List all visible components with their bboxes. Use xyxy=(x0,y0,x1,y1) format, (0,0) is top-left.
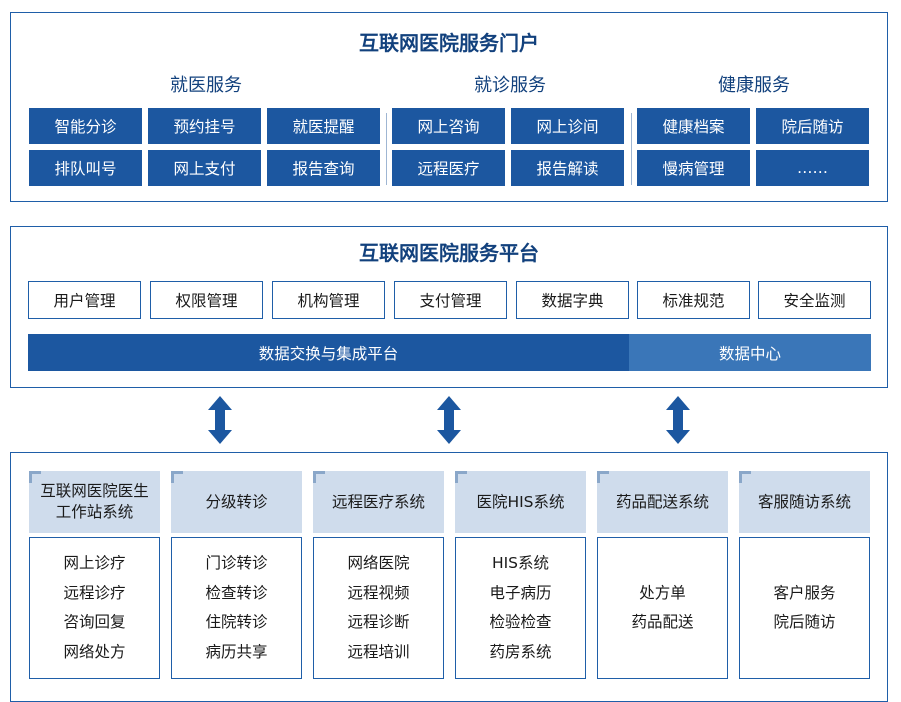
list-item: 检验检查 xyxy=(489,613,552,631)
system-header-referral[interactable]: 分级转诊 xyxy=(171,471,302,533)
module-payment-mgmt[interactable]: 支付管理 xyxy=(394,281,507,319)
double-arrow-icon xyxy=(437,396,461,444)
system-body-referral: 门诊转诊 检查转诊 住院转诊 病历共享 xyxy=(171,537,302,679)
portal-btn-online-clinic[interactable]: 网上诊间 xyxy=(511,108,624,144)
header-corner xyxy=(597,471,609,483)
list-item: 电子病历 xyxy=(489,583,552,602)
double-arrow-icon xyxy=(666,396,690,444)
header-corner xyxy=(171,471,183,483)
list-item: 药房系统 xyxy=(489,642,552,661)
system-header-customer-service[interactable]: 客服随访系统 xyxy=(739,471,870,533)
portal-btn-smart-triage[interactable]: 智能分诊 xyxy=(29,108,142,144)
header-corner xyxy=(455,471,467,483)
list-item: 网上诊疗 xyxy=(63,554,126,572)
list-item: 住院转诊 xyxy=(205,613,268,631)
header-corner xyxy=(313,471,325,483)
portal-btn-queue[interactable]: 排队叫号 xyxy=(29,150,142,186)
module-org-mgmt[interactable]: 机构管理 xyxy=(272,281,385,319)
list-item: 客户服务 xyxy=(773,583,836,602)
platform-title: 互联网医院服务平台 xyxy=(359,241,539,265)
header-corner xyxy=(739,471,751,483)
group-divider xyxy=(631,113,632,185)
header-corner xyxy=(29,471,41,483)
portal-btn-health-record[interactable]: 健康档案 xyxy=(637,108,750,144)
system-body-telemedicine: 网络医院 远程视频 远程诊断 远程培训 xyxy=(313,537,444,679)
list-item: 咨询回复 xyxy=(63,613,126,631)
portal-btn-online-pay[interactable]: 网上支付 xyxy=(148,150,261,186)
list-item: 检查转诊 xyxy=(205,583,268,602)
portal-btn-report-interpret[interactable]: 报告解读 xyxy=(511,150,624,186)
portal-btn-online-consult[interactable]: 网上咨询 xyxy=(392,108,505,144)
system-header-his[interactable]: 医院HIS系统 xyxy=(455,471,586,533)
list-item: 病历共享 xyxy=(205,642,268,661)
exchange-platform-bar[interactable]: 数据交换与集成平台 xyxy=(28,334,629,371)
module-user-mgmt[interactable]: 用户管理 xyxy=(28,281,141,319)
double-arrow-icon xyxy=(208,396,232,444)
portal-btn-reminder[interactable]: 就医提醒 xyxy=(267,108,380,144)
system-body-drug-delivery: 处方单 药品配送 xyxy=(597,537,728,679)
list-item: 院后随访 xyxy=(773,613,836,631)
module-security-monitor[interactable]: 安全监测 xyxy=(758,281,871,319)
list-item: 远程视频 xyxy=(347,583,410,602)
group-title-medical: 就医服务 xyxy=(170,75,242,96)
list-item: 处方单 xyxy=(639,583,686,602)
system-header-doctor-workstation[interactable]: 互联网医院医生工作站系统 xyxy=(29,471,160,533)
list-item: 远程诊疗 xyxy=(63,583,126,602)
portal-btn-appointment[interactable]: 预约挂号 xyxy=(148,108,261,144)
list-item: 网络处方 xyxy=(63,642,126,661)
list-item: 药品配送 xyxy=(631,613,694,631)
data-center-bar[interactable]: 数据中心 xyxy=(629,334,871,371)
system-header-telemedicine[interactable]: 远程医疗系统 xyxy=(313,471,444,533)
system-body-doctor-workstation: 网上诊疗 远程诊疗 咨询回复 网络处方 xyxy=(29,537,160,679)
portal-btn-chronic[interactable]: 慢病管理 xyxy=(637,150,750,186)
group-divider xyxy=(386,113,387,185)
module-data-dictionary[interactable]: 数据字典 xyxy=(516,281,629,319)
group-title-health: 健康服务 xyxy=(718,75,790,96)
portal-panel: 互联网医院服务门户 就医服务 就诊服务 健康服务 智能分诊 预约挂号 就医提醒 … xyxy=(10,12,888,202)
module-permission-mgmt[interactable]: 权限管理 xyxy=(150,281,263,319)
list-item: 远程诊断 xyxy=(347,613,410,631)
platform-panel: 互联网医院服务平台 用户管理 权限管理 机构管理 支付管理 数据字典 标准规范 … xyxy=(10,226,888,388)
list-item: 门诊转诊 xyxy=(205,554,268,572)
list-item: 远程培训 xyxy=(347,642,410,661)
systems-panel: 互联网医院医生工作站系统 网上诊疗 远程诊疗 咨询回复 网络处方 分级转诊 门诊… xyxy=(10,452,888,702)
portal-btn-report-query[interactable]: 报告查询 xyxy=(267,150,380,186)
system-header-drug-delivery[interactable]: 药品配送系统 xyxy=(597,471,728,533)
group-title-consult: 就诊服务 xyxy=(474,75,546,96)
system-body-customer-service: 客户服务 院后随访 xyxy=(739,537,870,679)
system-body-his: HIS系统 电子病历 检验检查 药房系统 xyxy=(455,537,586,679)
portal-btn-followup[interactable]: 院后随访 xyxy=(756,108,869,144)
portal-btn-more[interactable]: …… xyxy=(756,150,869,186)
list-item: 网络医院 xyxy=(347,554,410,572)
list-item: HIS系统 xyxy=(491,554,550,572)
module-standards[interactable]: 标准规范 xyxy=(637,281,750,319)
portal-title: 互联网医院服务门户 xyxy=(359,31,539,55)
portal-btn-telemedicine[interactable]: 远程医疗 xyxy=(392,150,505,186)
